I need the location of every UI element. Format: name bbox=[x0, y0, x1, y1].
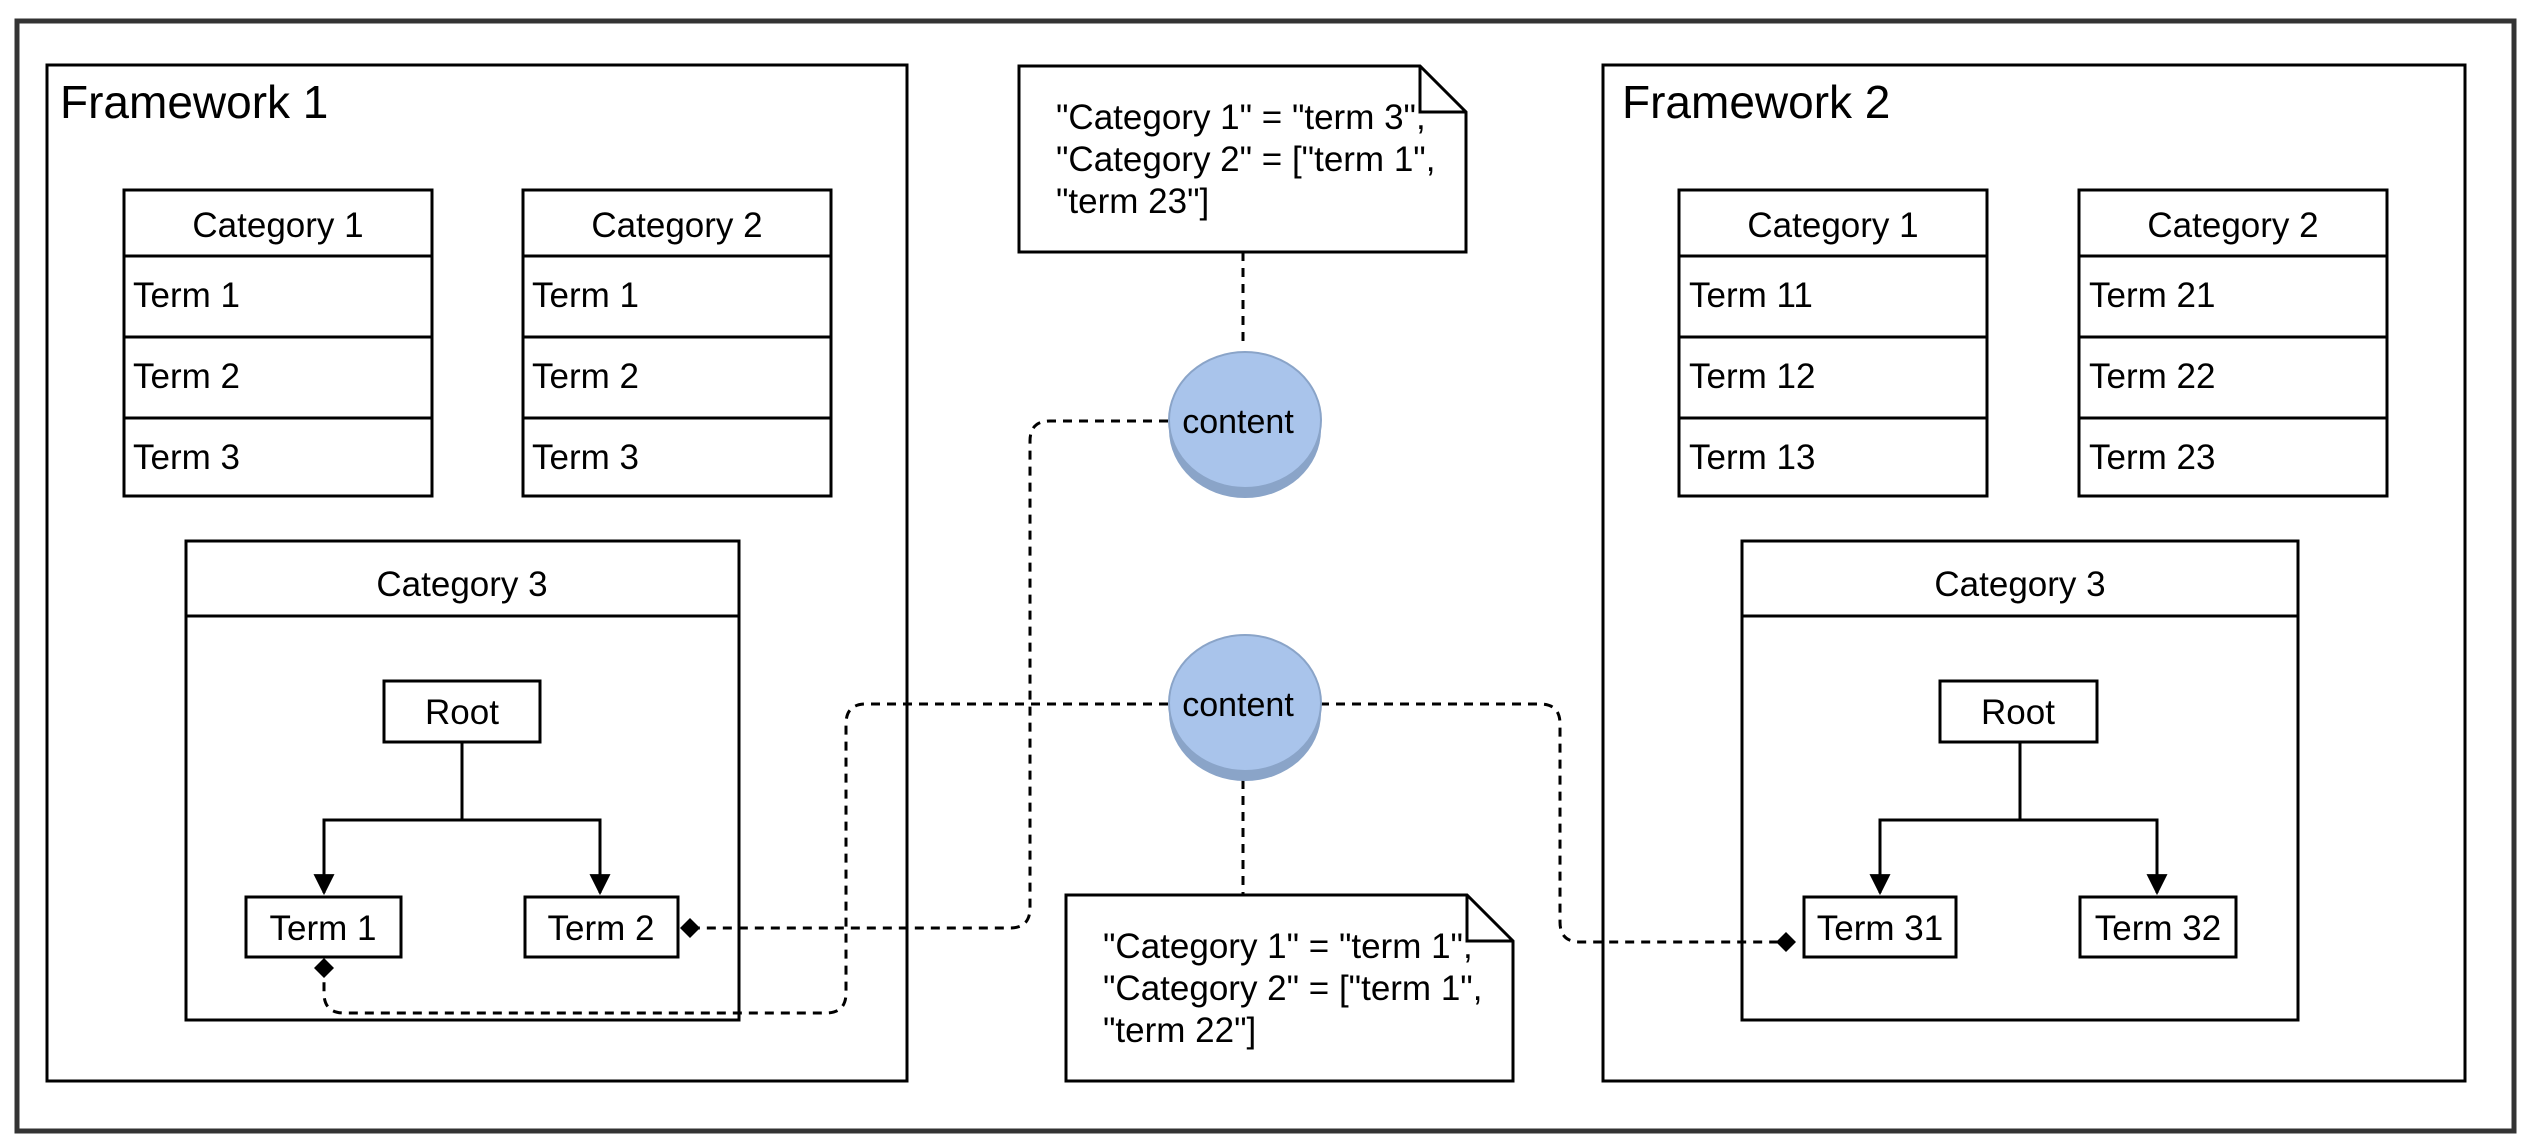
tree-node-label: Term 1 bbox=[270, 909, 377, 948]
term-cell: Term 23 bbox=[2089, 438, 2215, 477]
term-cell: Term 11 bbox=[1689, 276, 1813, 315]
note-card: "Category 1" = "term 1", "Category 2" = … bbox=[1064, 893, 1515, 1083]
root-label: Root bbox=[425, 693, 499, 732]
term-cell: Term 2 bbox=[532, 357, 639, 396]
category-table: Category 1 Term 1 Term 2 Term 3 bbox=[122, 188, 434, 498]
framework-2: Framework 2 Category 1 Term 11 Term 12 T… bbox=[1601, 63, 2467, 1083]
note-line: "Category 1" = "term 1", bbox=[1103, 927, 1473, 966]
term-cell: Term 2 bbox=[133, 357, 240, 396]
tree-node bbox=[2078, 895, 2238, 959]
category-header: Category 3 bbox=[1934, 565, 2105, 604]
category-table: Category 2 Term 1 Term 2 Term 3 bbox=[521, 188, 833, 498]
category-header: Category 2 bbox=[591, 206, 762, 245]
content-label: content bbox=[1182, 403, 1294, 441]
category-header: Category 2 bbox=[2147, 206, 2318, 245]
diamond-end bbox=[314, 958, 334, 978]
note-line: "term 23"] bbox=[1056, 182, 1209, 221]
term-cell: Term 3 bbox=[133, 438, 240, 477]
tree-node-label: Term 2 bbox=[548, 909, 655, 948]
tree-node-label: Term 32 bbox=[2095, 909, 2221, 948]
mapping-link bbox=[692, 419, 1168, 930]
content-node: content bbox=[1168, 634, 1322, 781]
note-line: "term 22"] bbox=[1103, 1011, 1256, 1050]
content-node: content bbox=[1168, 351, 1322, 498]
term-cell: Term 21 bbox=[2089, 276, 2215, 315]
outer-border bbox=[14, 18, 2517, 1134]
term-cell: Term 1 bbox=[532, 276, 639, 315]
category-header: Category 3 bbox=[376, 565, 547, 604]
tree-node bbox=[523, 895, 680, 959]
category-table: Category 1 Term 11 Term 12 Term 13 bbox=[1677, 188, 1989, 498]
mapping-link bbox=[1320, 702, 1784, 944]
tree-node bbox=[1802, 895, 1958, 959]
note-line: "Category 1" = "term 3", bbox=[1056, 98, 1426, 137]
diamond-end bbox=[1776, 932, 1796, 952]
framework-1-title: Framework 1 bbox=[60, 76, 328, 128]
term-cell: Term 13 bbox=[1689, 438, 1815, 477]
term-cell: Term 12 bbox=[1689, 357, 1815, 396]
framework-2-title: Framework 2 bbox=[1622, 76, 1890, 128]
category-tree-container: Category 3 Root Term 31 Term 32 bbox=[1740, 539, 2300, 1022]
connectors bbox=[322, 252, 1784, 1015]
note-line: "Category 2" = ["term 1", bbox=[1056, 140, 1435, 179]
category-header: Category 1 bbox=[192, 206, 363, 245]
tree-node bbox=[244, 895, 403, 959]
tree-edge bbox=[460, 742, 611, 896]
tree-edge bbox=[2018, 742, 2168, 896]
category-header: Category 1 bbox=[1747, 206, 1918, 245]
term-cell: Term 1 bbox=[133, 276, 240, 315]
term-cell: Term 22 bbox=[2089, 357, 2215, 396]
diamond-end bbox=[680, 918, 700, 938]
note-card: "Category 1" = "term 3", "Category 2" = … bbox=[1017, 64, 1468, 254]
term-cell: Term 3 bbox=[532, 438, 639, 477]
category-table: Category 2 Term 21 Term 22 Term 23 bbox=[2077, 188, 2389, 498]
tree-node-label: Term 31 bbox=[1817, 909, 1943, 948]
root-label: Root bbox=[1981, 693, 2055, 732]
category-tree-container: Category 3 Root Term 1 Term 2 bbox=[184, 539, 741, 1022]
note-line: "Category 2" = ["term 1", bbox=[1103, 969, 1482, 1008]
framework-1: Framework 1 Category 1 Term 1 Term 2 Ter… bbox=[45, 63, 909, 1083]
content-label: content bbox=[1182, 686, 1294, 724]
